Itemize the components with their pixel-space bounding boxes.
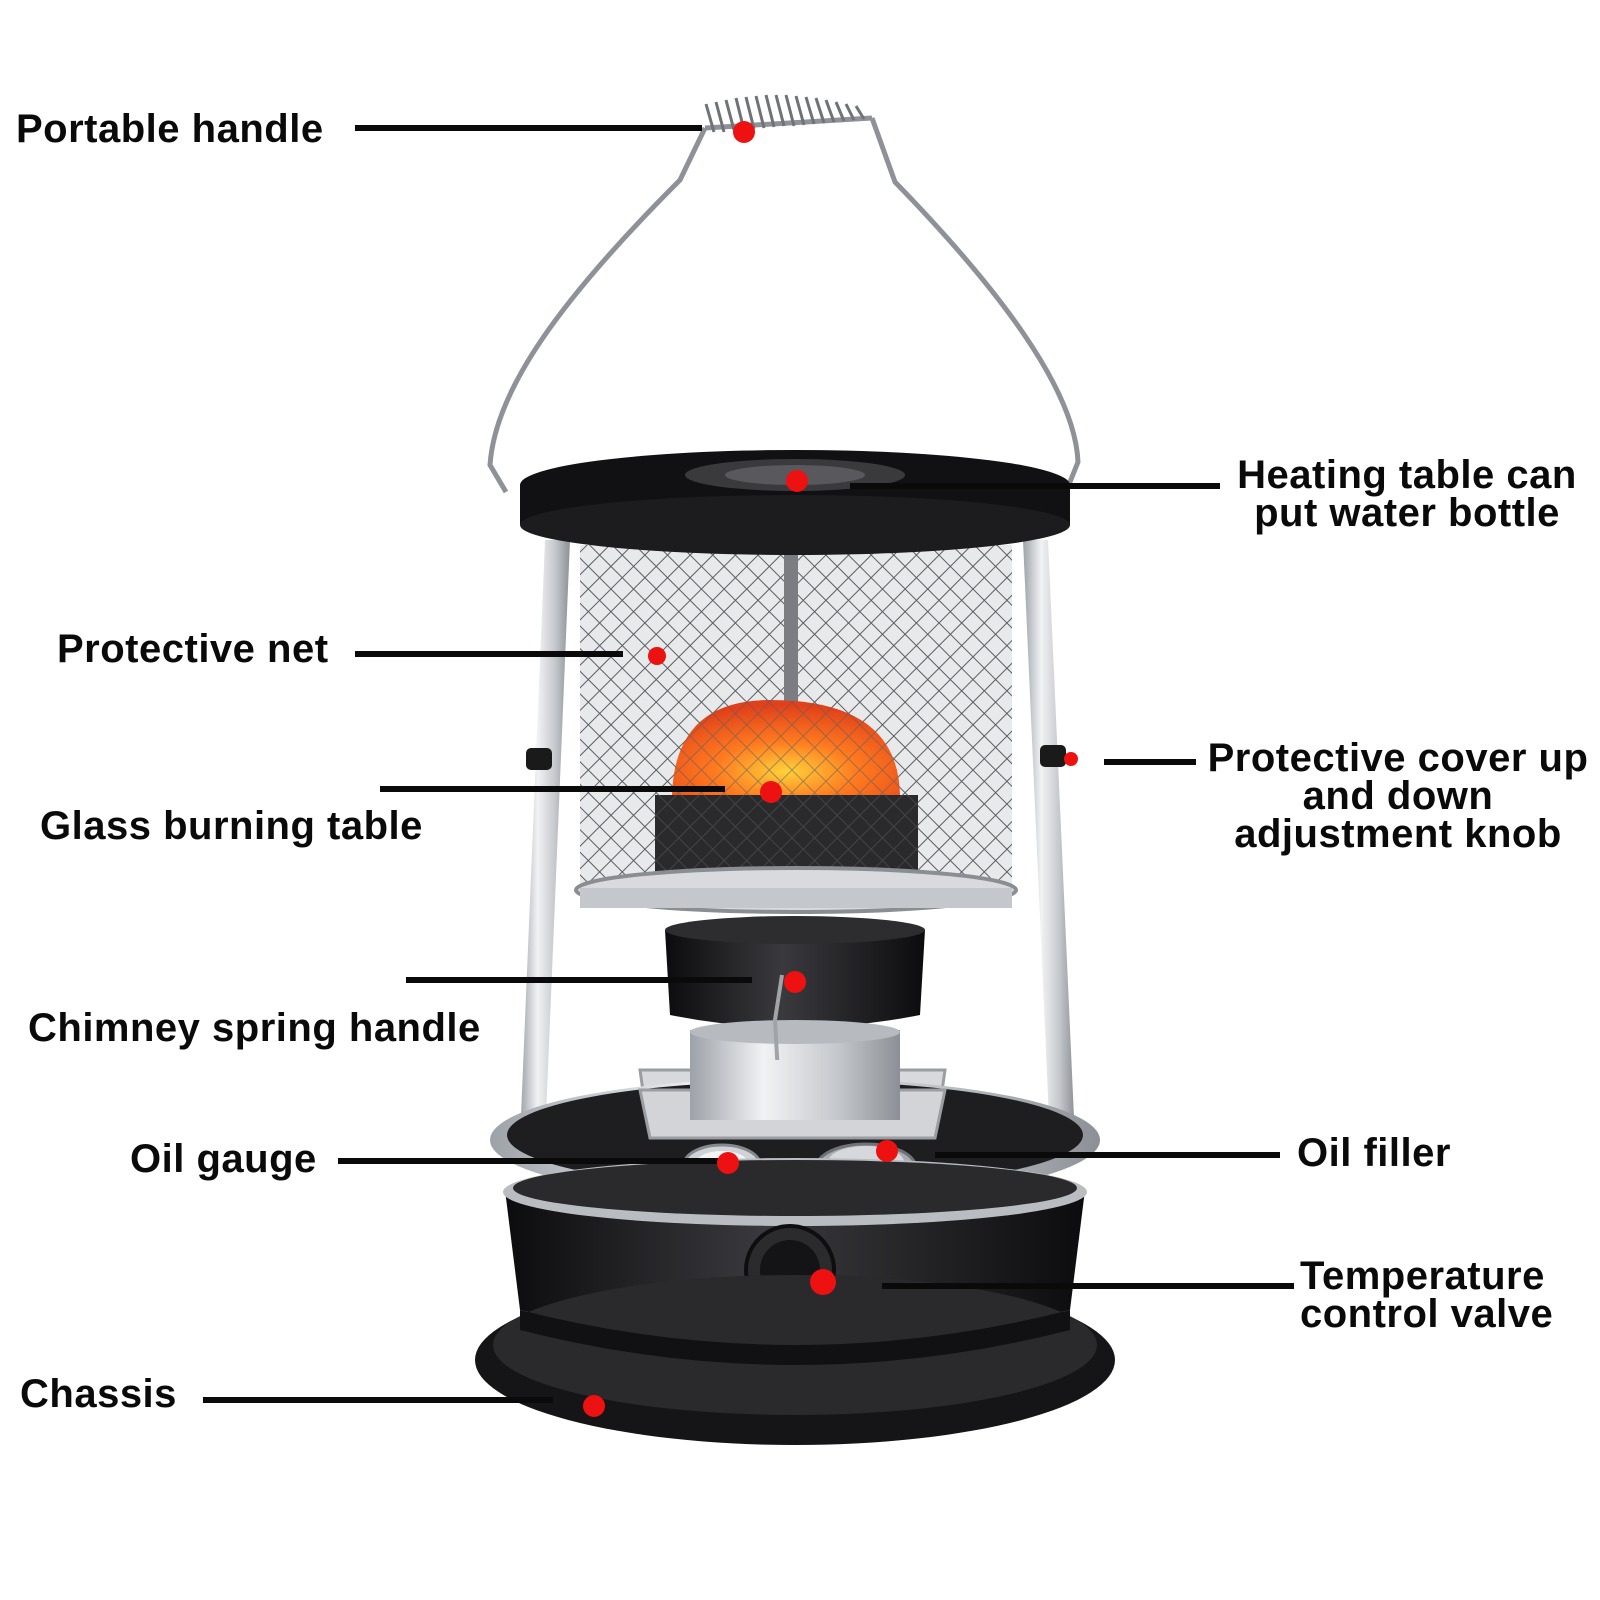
label-chimney-spring-handle: Chimney spring handle: [28, 1006, 481, 1050]
label-heating-table: Heating table can put water bottle: [1222, 453, 1592, 535]
chassis-tray: [475, 1275, 1115, 1445]
marker-portable-handle: [733, 121, 755, 143]
wire-handle: [487, 115, 1081, 494]
leader-heating-table: [850, 483, 1220, 489]
leader-portable-handle: [355, 125, 702, 131]
marker-oil-gauge: [717, 1152, 739, 1174]
marker-chimney-spring-handle: [784, 971, 806, 993]
marker-protective-net: [648, 647, 666, 665]
label-protective-net: Protective net: [57, 627, 329, 671]
spring-grip: [704, 94, 866, 133]
marker-adjust-knob: [1064, 752, 1078, 766]
label-oil-filler: Oil filler: [1297, 1131, 1451, 1175]
left-knob: [526, 748, 552, 770]
leader-chassis: [203, 1397, 553, 1403]
leader-temp-valve: [882, 1283, 1294, 1289]
leader-oil-filler: [935, 1152, 1280, 1158]
marker-glass-burning-table: [760, 781, 782, 803]
label-adjust-knob-line2: and down: [1302, 774, 1494, 818]
label-chassis: Chassis: [20, 1372, 177, 1416]
marker-heating-table: [786, 470, 808, 492]
label-temp-valve-line2: control valve: [1300, 1292, 1554, 1336]
label-adjust-knob-line3: adjustment knob: [1234, 812, 1562, 856]
label-temp-valve: Temperature control valve: [1300, 1254, 1554, 1336]
leader-oil-gauge: [338, 1158, 720, 1164]
mesh-bottom-band: [580, 888, 1012, 908]
label-adjust-knob: Protective cover up and down adjustment …: [1198, 736, 1598, 856]
label-heating-table-line2: put water bottle: [1254, 491, 1560, 535]
leader-glass-burning-table: [380, 786, 725, 792]
marker-oil-filler: [876, 1140, 898, 1162]
leader-adjust-knob: [1104, 759, 1196, 765]
right-knob: [1040, 745, 1066, 767]
label-oil-gauge: Oil gauge: [130, 1137, 317, 1181]
label-adjust-knob-line1: Protective cover up: [1207, 736, 1589, 780]
support-posts: [520, 540, 1075, 1140]
leader-chimney-spring-handle: [406, 977, 752, 983]
label-temp-valve-line1: Temperature: [1300, 1254, 1545, 1298]
label-glass-burning-table: Glass burning table: [40, 804, 423, 848]
marker-chassis: [583, 1395, 605, 1417]
marker-temp-valve: [810, 1269, 836, 1295]
label-heating-table-line1: Heating table can: [1237, 453, 1577, 497]
label-portable-handle: Portable handle: [16, 107, 324, 151]
leader-protective-net: [355, 651, 623, 657]
top-heating-plate: [520, 450, 1070, 555]
